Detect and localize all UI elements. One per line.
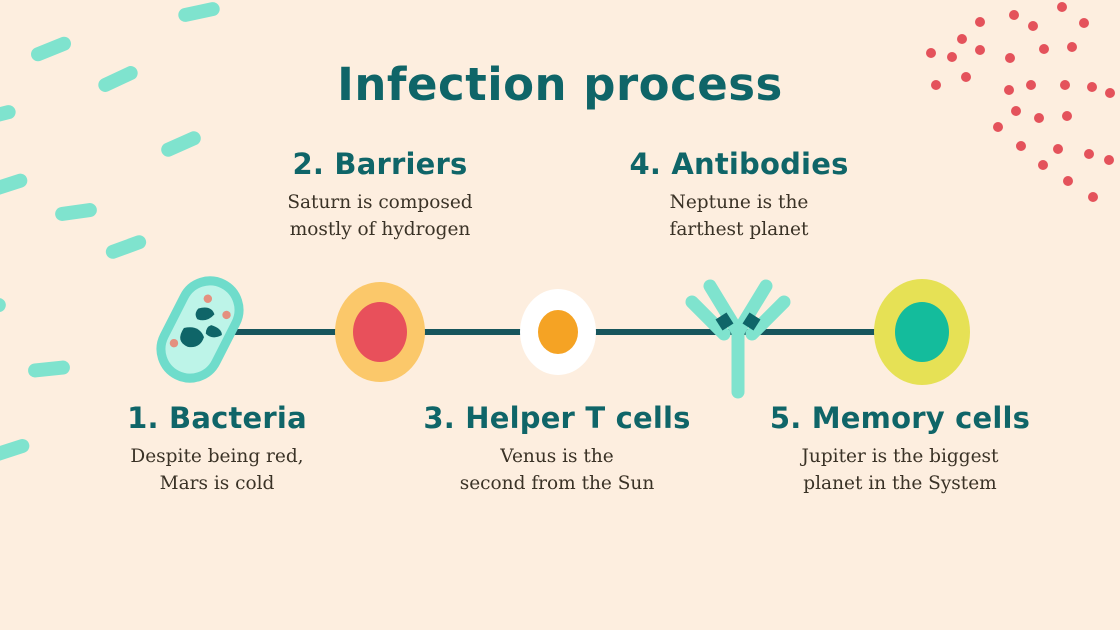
cell-core (538, 310, 578, 354)
cell-circle-icon (335, 282, 425, 382)
cell-core (353, 302, 407, 362)
dash-shape (0, 171, 30, 199)
dot-shape (1034, 113, 1044, 123)
dot-shape (1104, 155, 1114, 165)
dot-shape (1016, 141, 1026, 151)
step-2-description: Saturn is composed mostly of hydrogen (287, 192, 473, 240)
dot-shape (1079, 18, 1089, 28)
dash-shape (177, 0, 221, 24)
dot-shape (1009, 10, 1019, 20)
step-1-title: 1. Bacteria (127, 401, 307, 435)
cell-core (895, 302, 949, 362)
step-3-description: Venus is the second from the Sun (459, 446, 655, 494)
step-1-description: Despite being red, Mars is cold (130, 446, 304, 494)
dot-shape (1057, 2, 1067, 12)
dot-shape (993, 122, 1003, 132)
dash-shape (54, 202, 98, 222)
timeline-node-3[interactable] (520, 289, 596, 375)
step-5-title: 5. Memory cells (769, 401, 1031, 435)
dot-shape (1039, 44, 1049, 54)
timeline-node-1[interactable] (145, 268, 255, 397)
dot-shape (975, 45, 985, 55)
step-4-description: Neptune is the farthest planet (669, 192, 809, 240)
dash-shape (0, 437, 32, 463)
cell-circle-icon (874, 279, 970, 385)
step-3-title: 3. Helper T cells (423, 401, 691, 435)
dot-shape (957, 34, 967, 44)
dot-shape (1038, 160, 1048, 170)
timeline-node-5[interactable] (874, 279, 970, 385)
step-5: 5. Memory cells Jupiter is the biggest p… (752, 401, 1048, 497)
dot-shape (975, 17, 985, 27)
dot-shape (1084, 149, 1094, 159)
step-2-title: 2. Barriers (292, 147, 468, 181)
dot-shape (1067, 42, 1077, 52)
step-1: 1. Bacteria Despite being red, Mars is c… (92, 401, 342, 497)
dot-shape (1028, 21, 1038, 31)
dash-shape (158, 129, 204, 159)
dot-shape (1053, 144, 1063, 154)
cell-circle-icon (520, 289, 596, 375)
dash-shape (27, 359, 71, 379)
dash-shape (103, 233, 149, 261)
page-title: Infection process (337, 58, 783, 111)
timeline-node-2[interactable] (335, 282, 425, 382)
step-2: 2. Barriers Saturn is composed mostly of… (255, 147, 505, 243)
dot-shape (926, 48, 936, 58)
step-5-description: Jupiter is the biggest planet in the Sys… (801, 446, 999, 494)
dot-shape (1063, 176, 1073, 186)
dot-shape (1088, 192, 1098, 202)
timeline-node-4[interactable] (680, 272, 796, 404)
step-4-title: 4. Antibodies (629, 147, 849, 181)
dot-shape (1062, 111, 1072, 121)
bacteria-capsule-icon (156, 276, 244, 383)
dash-shape (0, 296, 7, 318)
step-4: 4. Antibodies Neptune is the farthest pl… (613, 147, 865, 243)
antibody-y-icon (685, 279, 791, 399)
step-3: 3. Helper T cells Venus is the second fr… (407, 401, 707, 497)
